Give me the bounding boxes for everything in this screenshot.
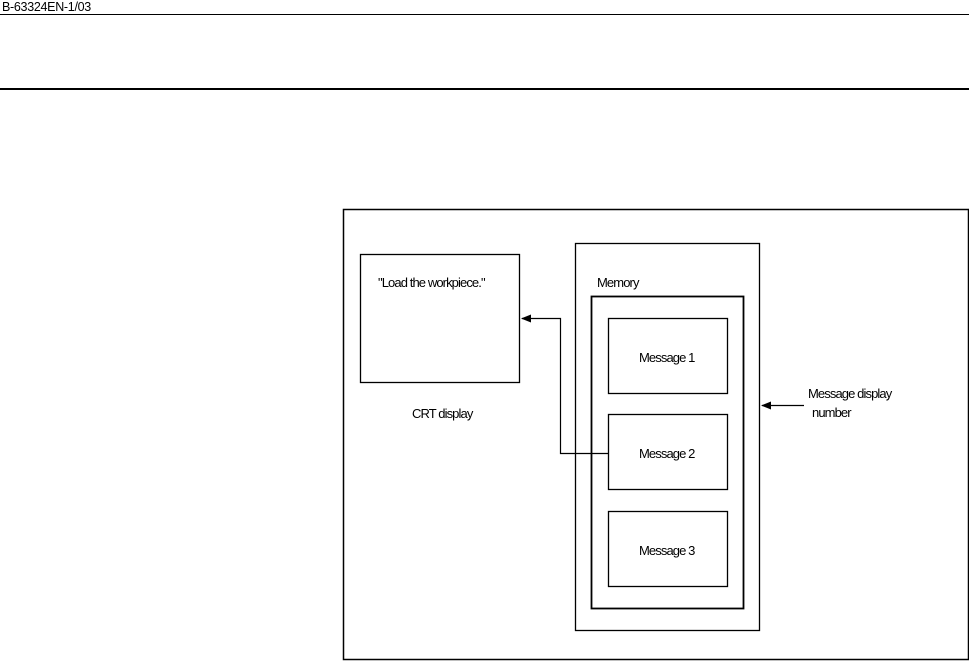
message-1-label: Message 1 [639, 350, 695, 365]
crt-display-text: "Load the workpiece." [378, 275, 486, 290]
crt-display-box [361, 255, 520, 383]
message-2-to-crt-connector [522, 319, 608, 454]
crt-display-label: CRT display [412, 406, 474, 421]
message-3-label: Message 3 [639, 543, 695, 558]
display-number-label-line2: number [812, 405, 852, 420]
display-number-label-line1: Message display [808, 386, 893, 401]
memory-outer-box [576, 244, 760, 631]
memory-label: Memory [597, 275, 640, 290]
message-2-label: Message 2 [639, 446, 695, 461]
